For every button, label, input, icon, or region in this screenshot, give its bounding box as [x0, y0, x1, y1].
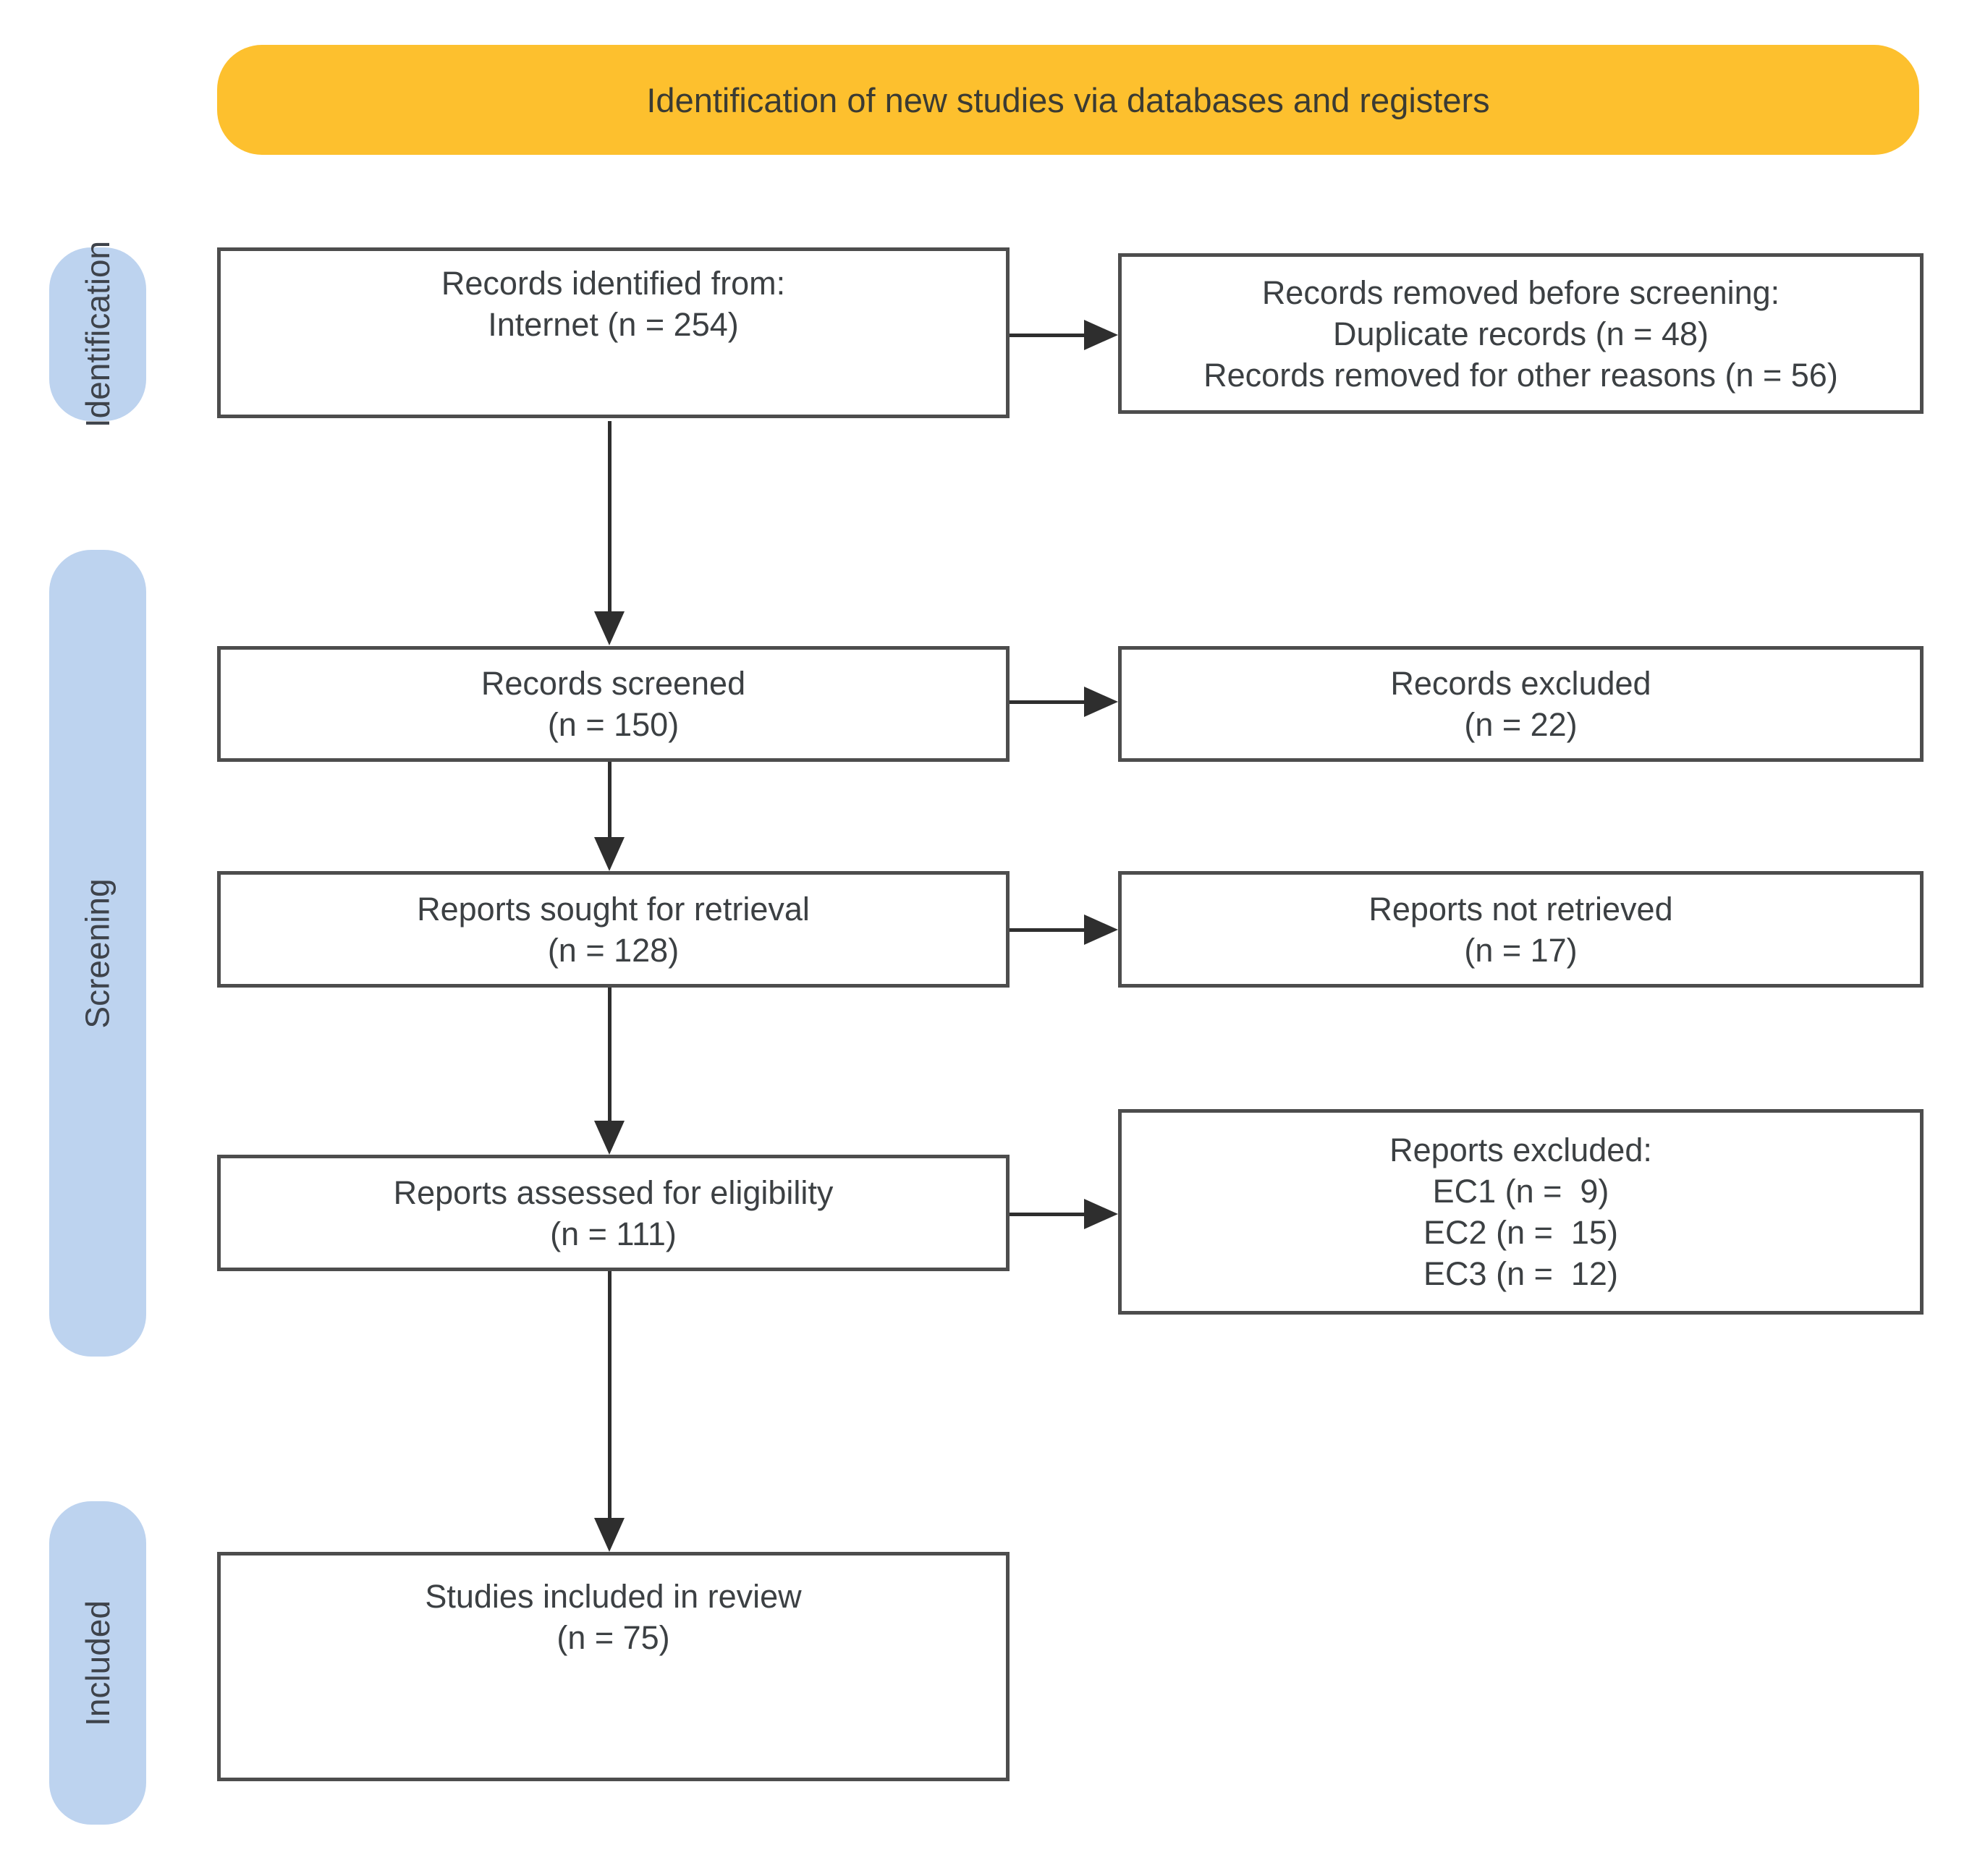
- box-reports-not-retrieved: Reports not retrieved(n = 17): [1118, 871, 1924, 988]
- stage-pill-included: Included: [49, 1501, 146, 1825]
- box-records-excluded: Records excluded(n = 22): [1118, 646, 1924, 762]
- arrow-assessed-to-reports-excluded-head: [1084, 1199, 1118, 1229]
- arrow-screened-to-excluded-head: [1084, 687, 1118, 717]
- box-records-removed-before-screening: Records removed before screening:Duplica…: [1118, 253, 1924, 414]
- arrow-screened-to-sought-shaft: [608, 762, 612, 837]
- arrow-sought-to-assessed-shaft: [608, 988, 612, 1121]
- arrow-identified-to-screened-shaft: [608, 421, 612, 611]
- box-records-screened: Records screened(n = 150): [217, 646, 1010, 762]
- arrow-identified-to-removed-shaft: [1010, 334, 1084, 337]
- box-reports-sought-for-retrieval: Reports sought for retrieval(n = 128): [217, 871, 1010, 988]
- stage-label-identification: Identification: [79, 240, 117, 428]
- arrow-identified-to-removed-head: [1084, 320, 1118, 350]
- arrow-assessed-to-reports-excluded-shaft: [1010, 1213, 1084, 1216]
- arrow-identified-to-screened-head: [594, 611, 625, 645]
- box-reports-excluded: Reports excluded:EC1 (n = 9)EC2 (n = 15)…: [1118, 1109, 1924, 1315]
- arrow-sought-to-assessed-head: [594, 1121, 625, 1155]
- banner-label: Identification of new studies via databa…: [646, 80, 1490, 119]
- box-records-identified: Records identified from:Internet (n = 25…: [217, 247, 1010, 418]
- arrow-sought-to-not-retrieved-shaft: [1010, 928, 1084, 932]
- arrow-screened-to-excluded-shaft: [1010, 700, 1084, 704]
- stage-label-included: Included: [79, 1600, 117, 1726]
- arrow-screened-to-sought-head: [594, 837, 625, 871]
- arrow-sought-to-not-retrieved-head: [1084, 914, 1118, 945]
- stage-pill-screening: Screening: [49, 550, 146, 1357]
- box-reports-assessed-for-eligibility: Reports assessed for eligibility(n = 111…: [217, 1155, 1010, 1271]
- arrow-assessed-to-included-head: [594, 1518, 625, 1552]
- arrow-assessed-to-included-shaft: [608, 1271, 612, 1518]
- box-studies-included-in-review: Studies included in review(n = 75): [217, 1552, 1010, 1781]
- stage-label-screening: Screening: [79, 878, 117, 1029]
- stage-pill-identification: Identification: [49, 241, 146, 428]
- banner-identification-of-new-studies: Identification of new studies via databa…: [217, 45, 1919, 155]
